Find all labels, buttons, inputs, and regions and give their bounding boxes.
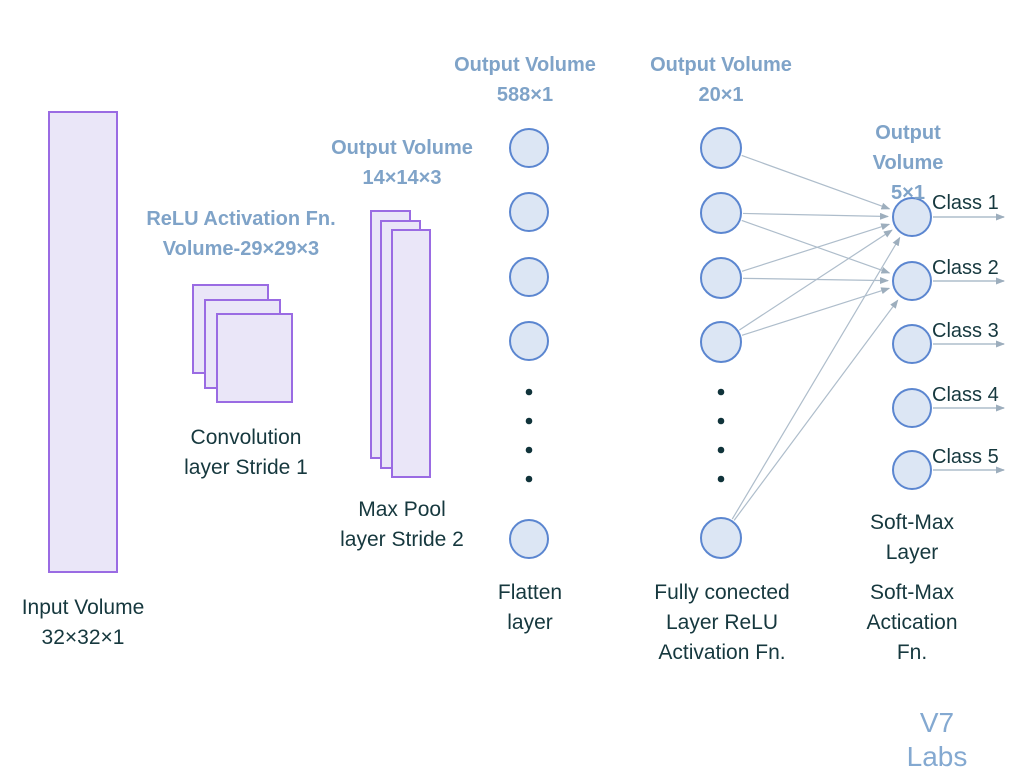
- class-5-label: Class 5: [932, 446, 999, 468]
- input-volume-label: Input Volume 32×32×1: [21, 596, 145, 649]
- maxpool-layer-label: Max Pool layer Stride 2: [340, 498, 464, 551]
- fc-to-output-connection: [733, 299, 899, 521]
- class-2-label: Class 2: [932, 257, 999, 279]
- flatten-neuron: [509, 192, 549, 232]
- ellipsis-dot: [717, 475, 725, 483]
- fc-to-output-connection: [741, 287, 891, 336]
- fc-neuron: [700, 192, 742, 234]
- ellipsis-dot: [525, 446, 533, 454]
- ellipsis-dot: [525, 417, 533, 425]
- output-volume-5-label: Output Volume 5×1: [872, 122, 944, 204]
- class-3-label: Class 3: [932, 320, 999, 342]
- flatten-layer-label: Flatten layer: [497, 581, 563, 634]
- fully-connected-layer-label: Fully conected Layer ReLU Activation Fn.: [654, 581, 790, 664]
- flatten-neuron: [509, 257, 549, 297]
- output-neuron: [892, 450, 932, 490]
- fc-to-output-connection: [741, 223, 891, 272]
- class-4-label: Class 4: [932, 384, 999, 406]
- softmax-layer-label: Soft-Max Layer: [869, 511, 955, 564]
- ellipsis-dot: [717, 446, 725, 454]
- output-volume-14-label: Output Volume 14×14×3: [331, 137, 473, 189]
- fc-neuron: [700, 257, 742, 299]
- output-neuron: [892, 261, 932, 301]
- maxpool-sheet-front: [391, 229, 431, 478]
- output-volume-20-label: Output Volume 20×1: [650, 54, 792, 106]
- fc-to-output-connection: [741, 219, 891, 274]
- conv-sheet-front: [216, 313, 293, 403]
- output-volume-588-label: Output Volume 588×1: [454, 54, 596, 106]
- fc-to-output-connection: [731, 236, 901, 520]
- ellipsis-dot: [717, 417, 725, 425]
- fc-neuron: [700, 517, 742, 559]
- flatten-neuron: [509, 519, 549, 559]
- fc-neuron: [700, 321, 742, 363]
- v7-labs-watermark: V7 Labs: [906, 707, 968, 770]
- relu-activation-label: ReLU Activation Fn. Volume-29×29×3: [146, 208, 336, 260]
- fc-to-output-connection: [742, 212, 890, 220]
- output-neuron: [892, 197, 932, 237]
- flatten-neuron: [509, 128, 549, 168]
- output-neuron: [892, 324, 932, 364]
- fc-to-output-connection: [741, 154, 891, 210]
- ellipsis-dot: [525, 475, 533, 483]
- input-volume-rect: [48, 111, 118, 573]
- ellipsis-dot: [525, 388, 533, 396]
- softmax-activation-label: Soft-Max Actication Fn.: [866, 581, 958, 664]
- class-1-label: Class 1: [932, 192, 999, 214]
- fc-neuron: [700, 127, 742, 169]
- fc-to-output-connection: [739, 229, 893, 331]
- flatten-neuron: [509, 321, 549, 361]
- convolution-layer-label: Convolution layer Stride 1: [184, 426, 308, 479]
- output-neuron: [892, 388, 932, 428]
- ellipsis-dot: [717, 388, 725, 396]
